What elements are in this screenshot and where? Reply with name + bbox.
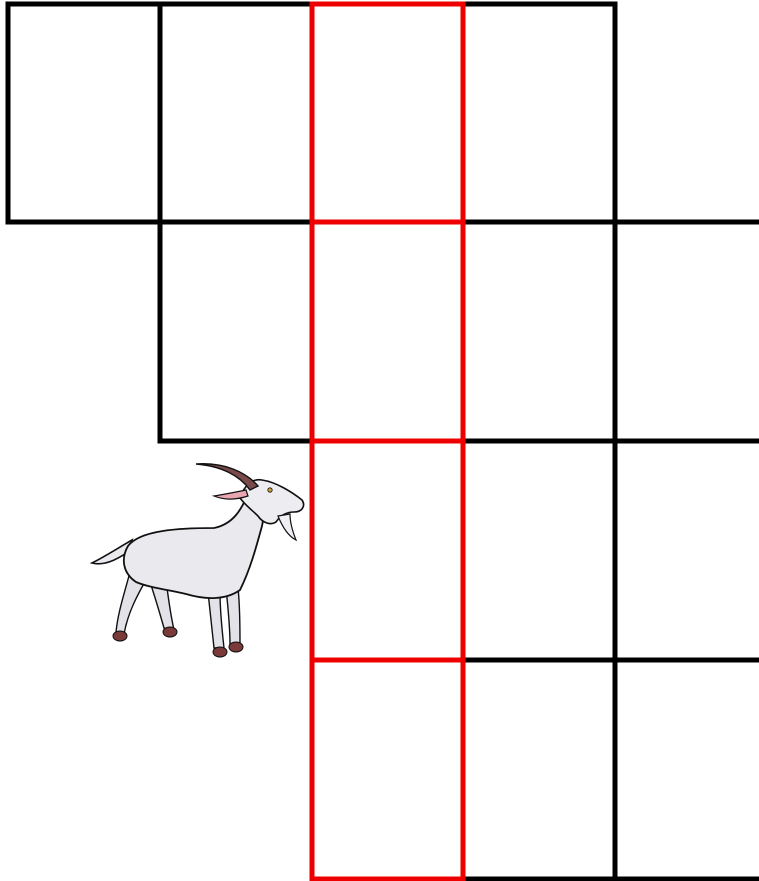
highlighted-cell (312, 4, 463, 222)
grid-cell (615, 441, 759, 660)
goat-hoof (163, 627, 177, 637)
highlighted-column (312, 4, 463, 879)
grid-cell (463, 441, 615, 660)
grid-cell (463, 222, 615, 441)
goat-body (124, 494, 263, 598)
highlighted-cell (312, 441, 463, 660)
goat-icon (92, 464, 304, 657)
goat-horn (196, 464, 258, 490)
grid-cell (615, 660, 759, 879)
goat-eye (268, 488, 272, 492)
grid-cell (463, 4, 615, 222)
highlighted-cell (312, 222, 463, 441)
grid-cell (463, 660, 615, 879)
goat-hoof (229, 642, 243, 652)
goat-beard (278, 514, 296, 540)
goat-hoof (213, 647, 227, 657)
goat-front-leg (208, 592, 224, 648)
goat-ear (214, 490, 248, 499)
highlighted-cell (312, 660, 463, 879)
grid-cell (615, 222, 759, 441)
grid-cell (8, 4, 160, 222)
goat-hoof (113, 631, 127, 641)
grid-cell (160, 222, 312, 441)
grid-cell (160, 4, 312, 222)
